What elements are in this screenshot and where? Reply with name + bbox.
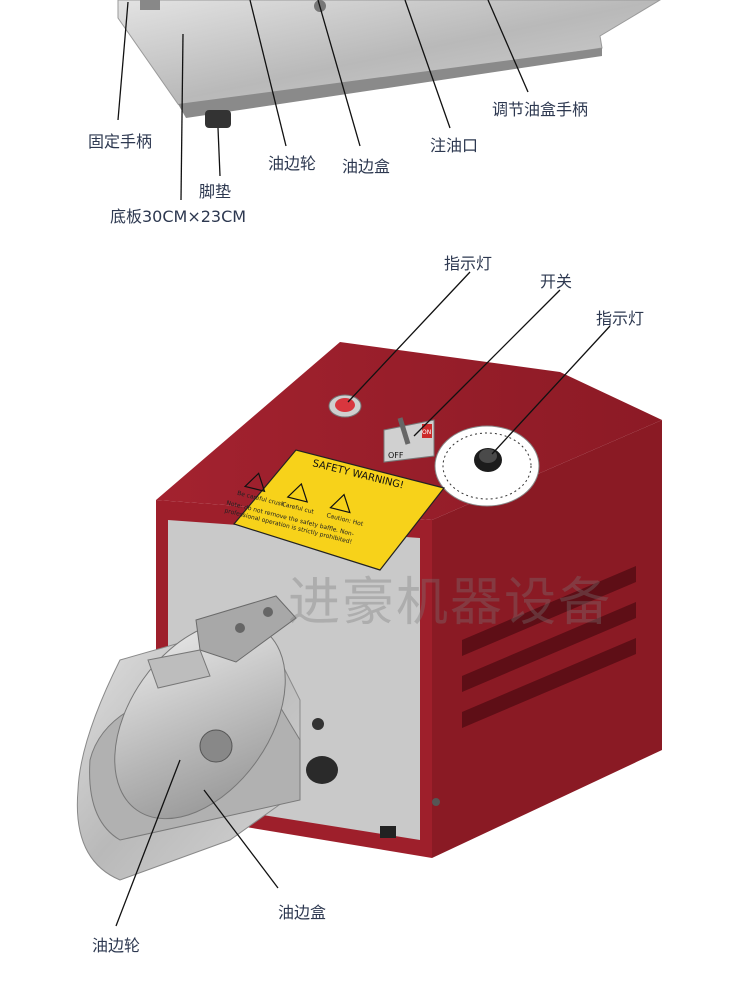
switch-off-label: OFF <box>388 451 404 460</box>
label-switch: 开关 <box>540 272 573 291</box>
foot-pad-shape <box>205 110 231 128</box>
label-fixed-handle: 固定手柄 <box>88 132 153 151</box>
watermark: 进豪机器设备 <box>288 573 613 633</box>
label-oil-wheel-bottom: 油边轮 <box>92 936 141 955</box>
top-leader-lines <box>117 0 529 201</box>
label-oil-box-bottom: 油边盒 <box>278 903 327 922</box>
label-indicator-1: 指示灯 <box>444 254 493 273</box>
switch-on-label: ON <box>422 429 431 436</box>
label-oil-wheel-top: 油边轮 <box>268 154 317 173</box>
bottom-machine <box>76 342 662 881</box>
label-indicator-2: 指示灯 <box>596 309 645 328</box>
label-oil-inlet: 注油口 <box>430 136 479 155</box>
bottom-leader-lines <box>115 271 611 927</box>
label-adjust-handle: 调节油盒手柄 <box>492 100 589 119</box>
label-base-plate: 底板30CM×23CM <box>110 207 247 226</box>
label-oil-box-top: 油边盒 <box>342 157 391 176</box>
label-foot-pad: 脚垫 <box>199 182 232 201</box>
